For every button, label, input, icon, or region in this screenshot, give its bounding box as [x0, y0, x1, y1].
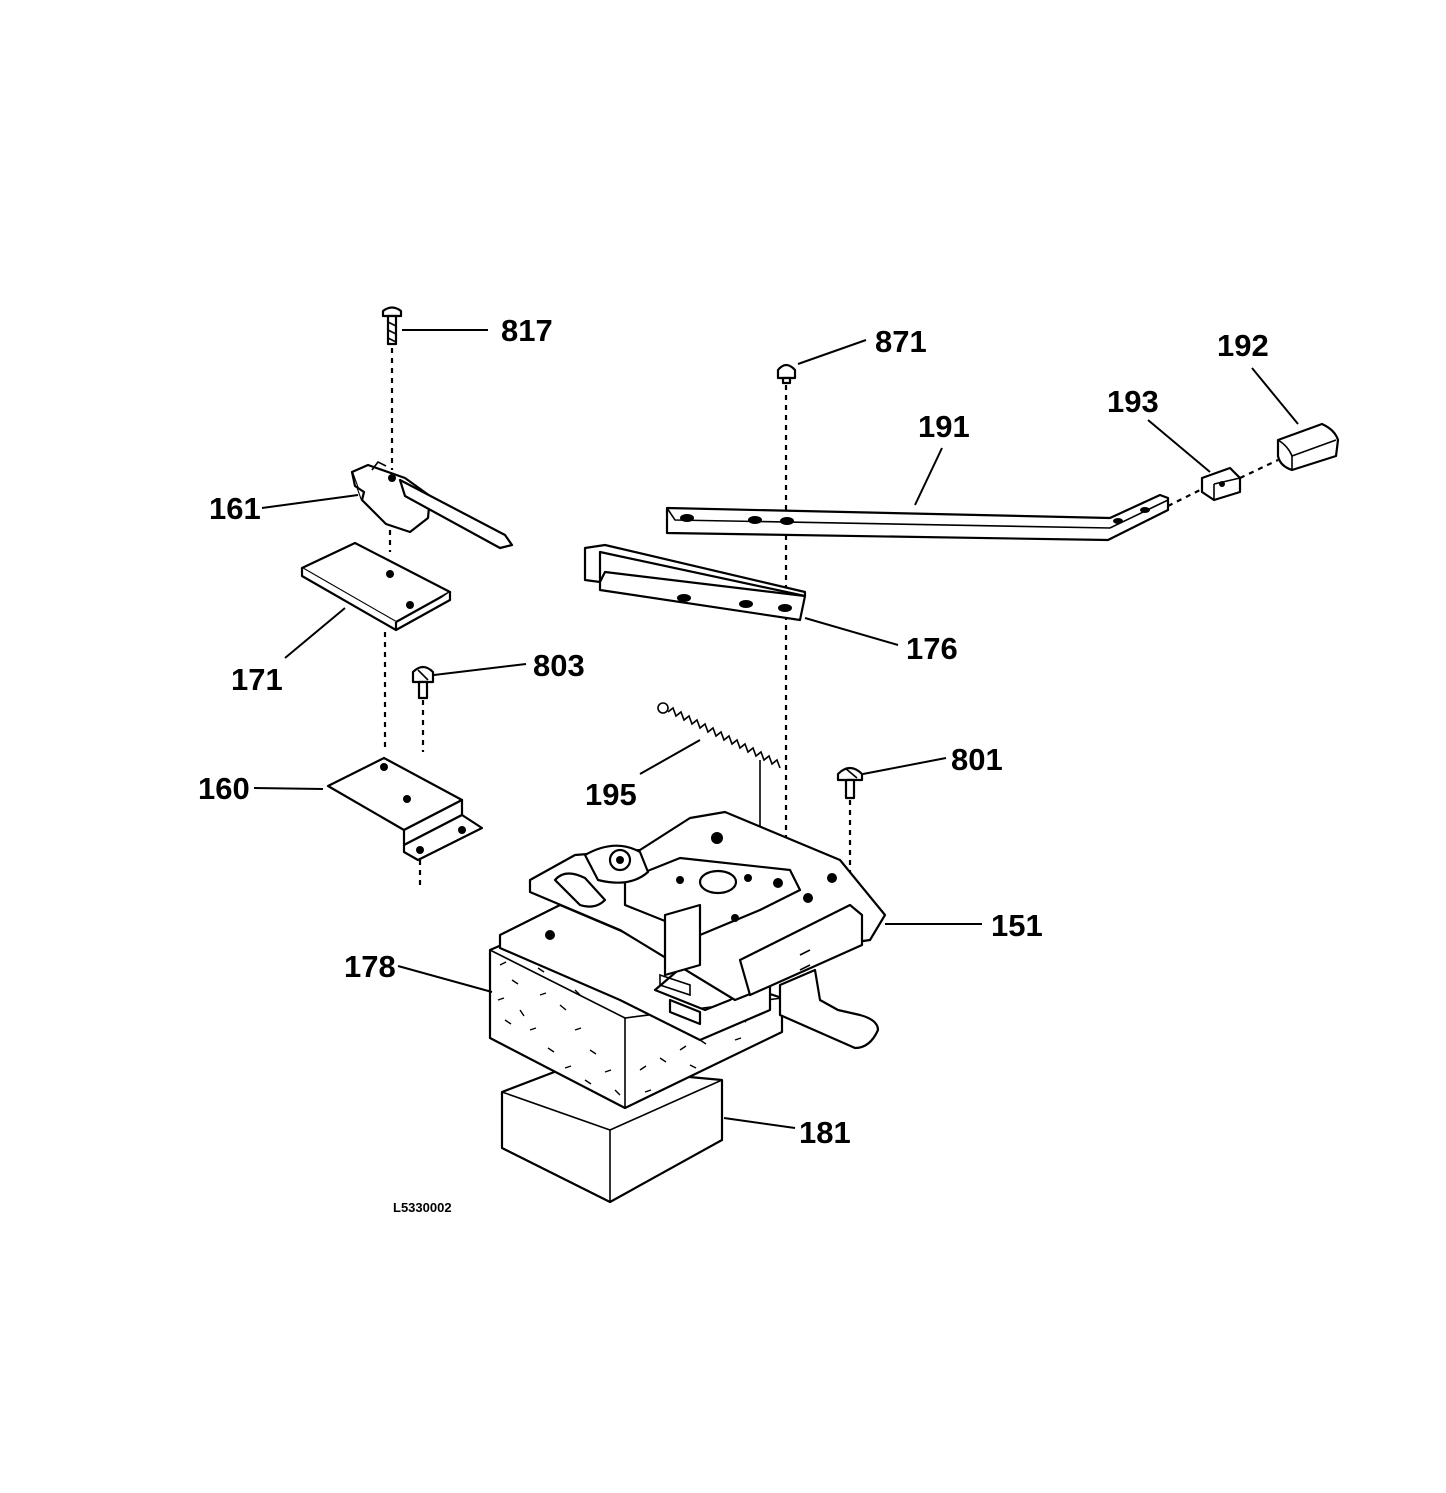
leader-801 — [862, 757, 947, 775]
callout-871: 871 — [875, 324, 927, 359]
callout-151: 151 — [991, 908, 1043, 943]
callout-178: 178 — [344, 949, 396, 984]
callout-171: 171 — [231, 662, 283, 697]
leader-191 — [914, 447, 943, 506]
leader-193 — [1147, 419, 1211, 473]
part-181-block — [500, 1064, 724, 1204]
part-161-switch — [350, 460, 514, 550]
leader-160 — [253, 787, 324, 790]
leader-171 — [284, 607, 346, 659]
part-191-rod — [665, 493, 1170, 542]
callout-193: 193 — [1107, 384, 1159, 419]
leader-871 — [797, 339, 867, 365]
leader-803 — [433, 663, 527, 676]
callout-161: 161 — [209, 491, 261, 526]
callout-803: 803 — [533, 648, 585, 683]
leader-181 — [723, 1117, 796, 1129]
part-192-cap — [1276, 422, 1340, 472]
callout-181: 181 — [799, 1115, 851, 1150]
leader-161 — [261, 494, 359, 509]
callout-labels: 817 871 192 193 191 161 171 803 176 195 … — [198, 313, 1269, 1150]
callout-195: 195 — [585, 777, 637, 812]
part-176-bracket — [583, 543, 807, 622]
part-171-insulator-plate — [300, 541, 452, 632]
callout-176: 176 — [906, 631, 958, 666]
callout-801: 801 — [951, 742, 1003, 777]
callout-192: 192 — [1217, 328, 1269, 363]
leader-178 — [397, 965, 493, 993]
callout-817: 817 — [501, 313, 553, 348]
leader-195 — [639, 739, 701, 775]
leader-176 — [804, 617, 899, 646]
callout-160: 160 — [198, 771, 250, 806]
part-801-screw — [836, 766, 864, 800]
drawing-code: L5330002 — [393, 1200, 452, 1215]
part-151-chassis — [498, 810, 887, 1050]
assembly-axis-193-192 — [1239, 459, 1279, 479]
part-803-screw — [411, 665, 435, 700]
part-871-screw — [776, 363, 797, 385]
part-160-bracket — [326, 756, 484, 862]
part-817-screw — [381, 306, 403, 346]
part-193-clip — [1200, 466, 1242, 502]
assembly-axis-191-193 — [1167, 489, 1201, 507]
callout-191: 191 — [918, 409, 970, 444]
leader-lines — [253, 329, 1299, 1129]
leader-192 — [1251, 367, 1299, 425]
